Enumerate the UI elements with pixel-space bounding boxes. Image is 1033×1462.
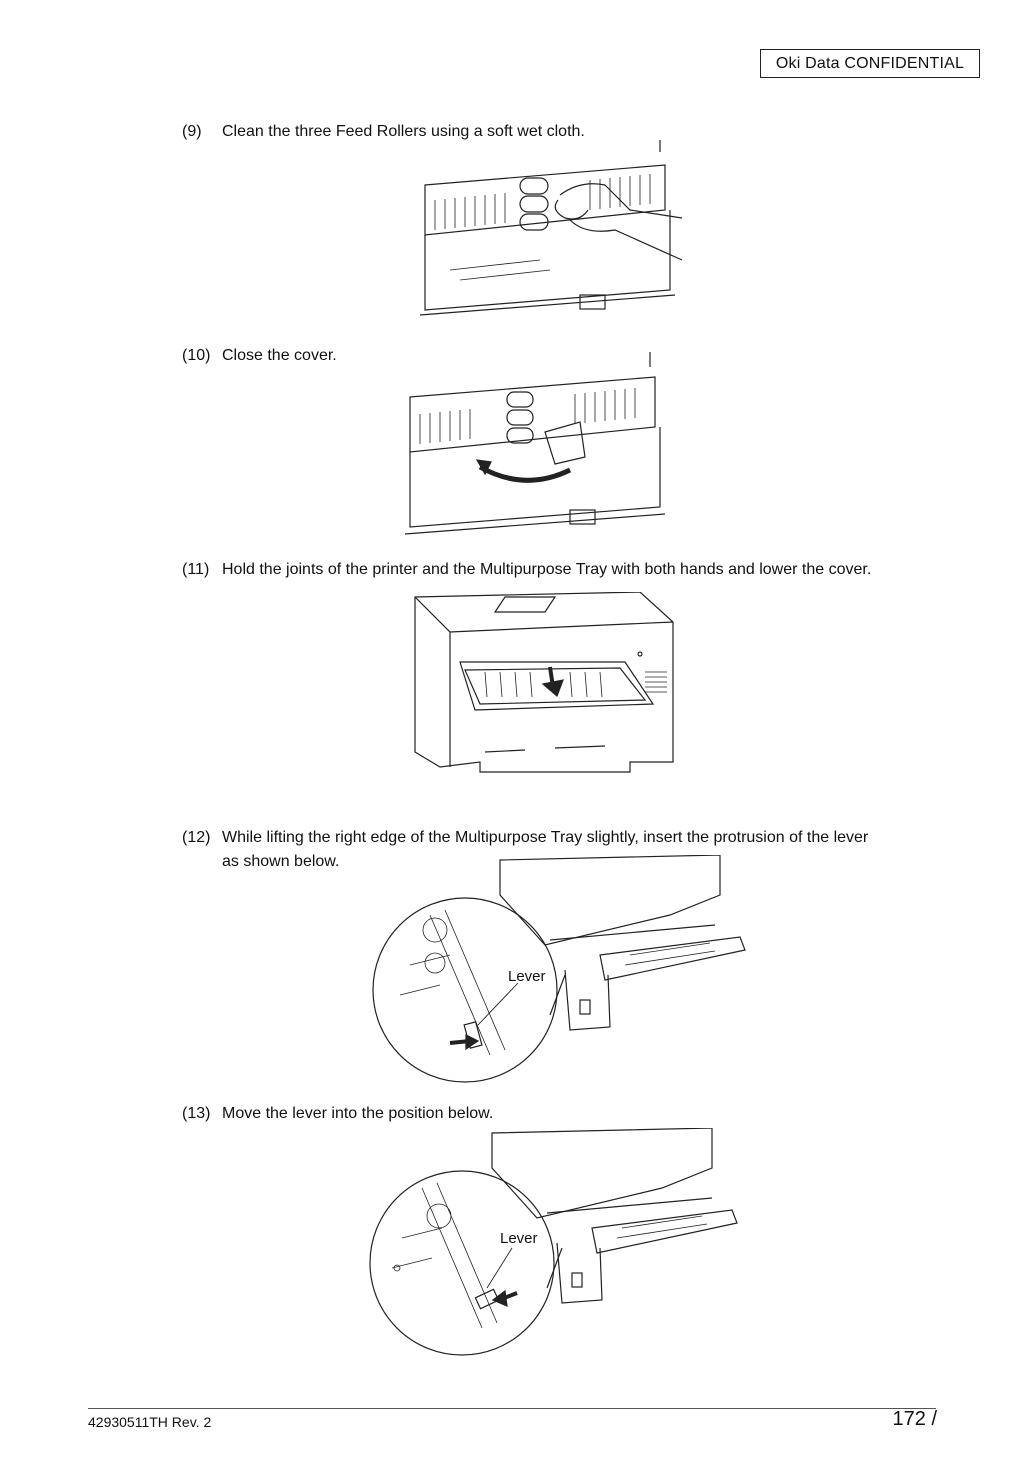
step-text: While lifting the right edge of the Mult… bbox=[222, 829, 869, 846]
step-number: (13) bbox=[182, 1105, 211, 1122]
step-11: (11) Hold the joints of the printer and t… bbox=[182, 558, 871, 582]
lever-callout-label: Lever bbox=[500, 1230, 538, 1247]
lever-callout-label: Lever bbox=[508, 968, 546, 985]
figure-insert-lever: Lever bbox=[370, 855, 755, 1090]
footer-divider bbox=[88, 1408, 936, 1409]
step-9: (9) Clean the three Feed Rollers using a … bbox=[182, 120, 585, 144]
step-number: (9) bbox=[182, 123, 202, 140]
step-12: (12) While lifting the right edge of the … bbox=[182, 826, 868, 874]
step-text: Close the cover. bbox=[222, 347, 337, 364]
step-text: Hold the joints of the printer and the M… bbox=[222, 561, 872, 578]
confidential-label: Oki Data CONFIDENTIAL bbox=[760, 49, 980, 78]
step-number: (10) bbox=[182, 347, 211, 364]
step-13: (13) Move the lever into the position bel… bbox=[182, 1102, 493, 1126]
page-number: 172 / bbox=[892, 1408, 937, 1430]
step-text: Move the lever into the position below. bbox=[222, 1105, 494, 1122]
step-number: (11) bbox=[182, 561, 210, 578]
document-id: 42930511TH Rev. 2 bbox=[88, 1414, 212, 1430]
step-text-continued: as shown below. bbox=[222, 853, 340, 870]
step-number: (12) bbox=[182, 829, 211, 846]
figure-close-cover bbox=[405, 352, 670, 542]
figure-move-lever: Lever bbox=[367, 1128, 752, 1363]
step-text: Clean the three Feed Rollers using a sof… bbox=[222, 123, 585, 140]
step-10: (10) Close the cover. bbox=[182, 344, 337, 368]
figure-feed-rollers-cleaning bbox=[420, 140, 690, 325]
figure-lower-cover bbox=[405, 592, 680, 797]
